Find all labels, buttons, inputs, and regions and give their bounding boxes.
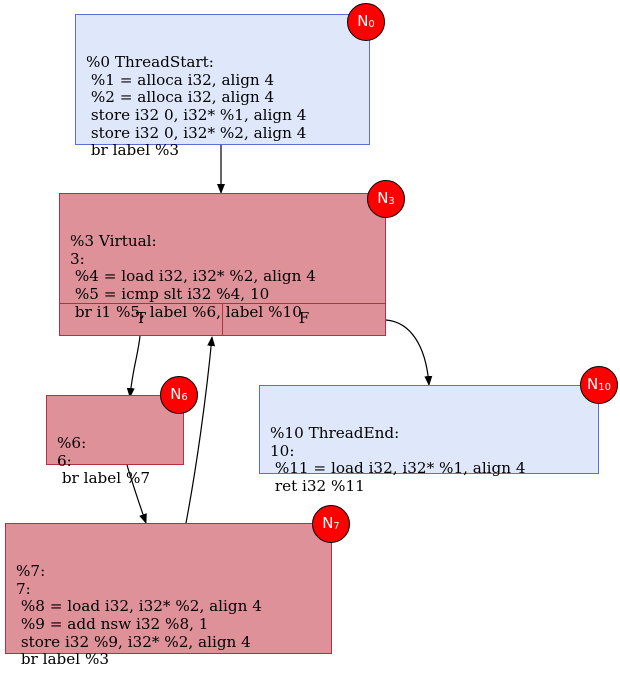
badge-n0-letter: N bbox=[357, 12, 369, 30]
node-n10-thread-end[interactable]: %10 ThreadEnd: 10: %11 = load i32, i32* … bbox=[259, 385, 599, 495]
badge-n3: N3 bbox=[367, 180, 405, 218]
node-n3-ports: T F bbox=[60, 303, 385, 335]
port-false[interactable]: F bbox=[222, 304, 385, 335]
badge-n3-index: 3 bbox=[388, 196, 395, 207]
edge-n3-true-n6 bbox=[126, 335, 141, 398]
port-true[interactable]: T bbox=[135, 309, 147, 327]
node-n10-text: %10 ThreadEnd: 10: %11 = load i32, i32* … bbox=[270, 424, 526, 495]
badge-n6-index: 6 bbox=[181, 392, 188, 403]
node-n3-virtual[interactable]: %3 Virtual: 3: %4 = load i32, i32* %2, a… bbox=[59, 193, 386, 336]
node-n0-text: %0 ThreadStart: %1 = alloca i32, align 4… bbox=[86, 53, 307, 160]
badge-n0: N0 bbox=[347, 3, 385, 41]
node-n7[interactable]: %7: 7: %8 = load i32, i32* %2, align 4 %… bbox=[5, 523, 332, 668]
badge-n6-letter: N bbox=[170, 385, 182, 403]
badge-n3-letter: N bbox=[377, 189, 389, 207]
badge-n10-letter: N bbox=[587, 375, 599, 393]
edge-n6-n7 bbox=[126, 464, 147, 524]
badge-n6: N6 bbox=[160, 376, 198, 414]
edge-n7-n3 bbox=[185, 336, 216, 524]
edges-layer bbox=[126, 145, 433, 524]
badge-n10: N10 bbox=[580, 366, 618, 404]
badge-n7: N7 bbox=[312, 505, 350, 543]
badge-n7-index: 7 bbox=[333, 521, 340, 532]
node-n6[interactable]: %6: 6: br label %7 bbox=[46, 395, 184, 487]
node-n7-text: %7: 7: %8 = load i32, i32* %2, align 4 %… bbox=[16, 562, 262, 669]
badge-n7-letter: N bbox=[322, 514, 334, 532]
badge-n10-index: 10 bbox=[598, 382, 611, 393]
node-n3-text: %3 Virtual: 3: %4 = load i32, i32* %2, a… bbox=[70, 232, 316, 321]
badge-n0-index: 0 bbox=[368, 19, 375, 30]
edge-n3-false-n10 bbox=[385, 319, 433, 386]
node-n6-text: %6: 6: br label %7 bbox=[57, 434, 151, 488]
node-n0-thread-start[interactable]: %0 ThreadStart: %1 = alloca i32, align 4… bbox=[75, 14, 370, 159]
